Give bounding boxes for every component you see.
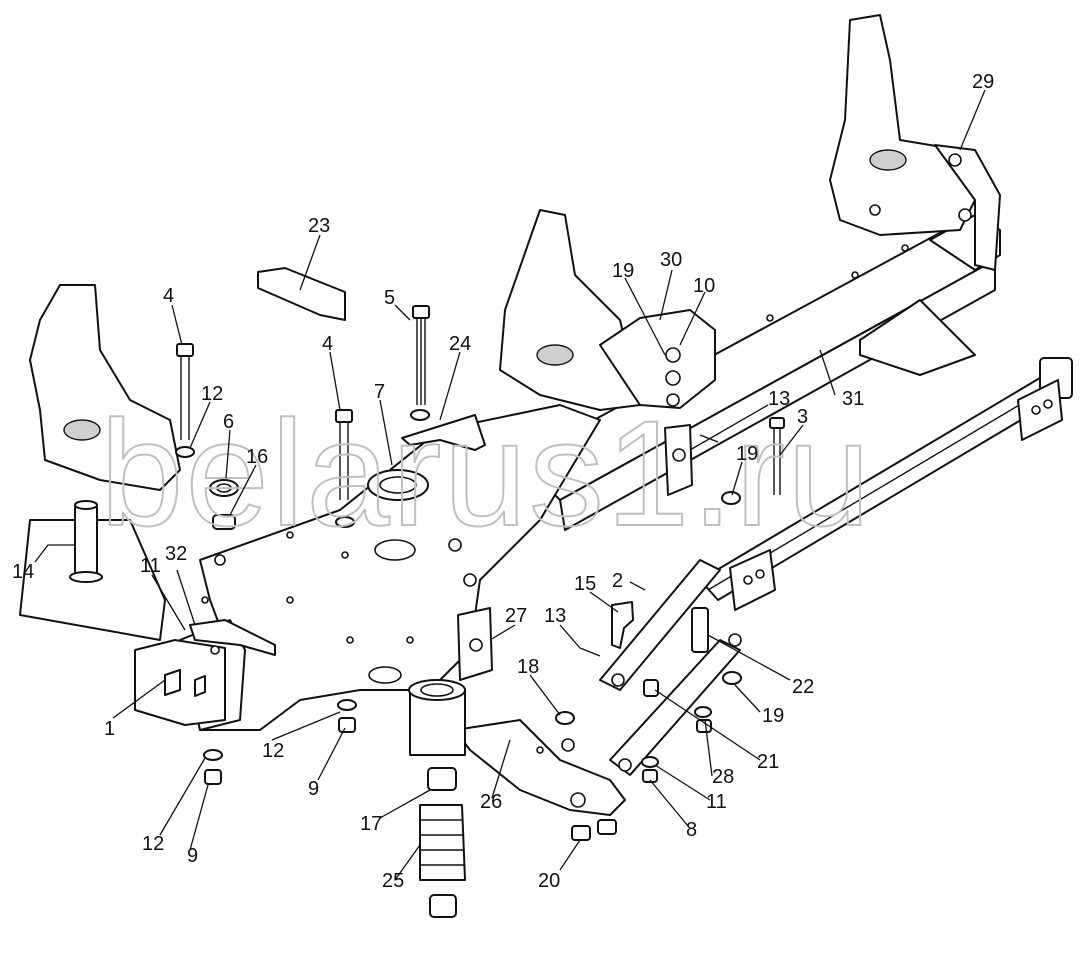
washers-6-16 — [209, 479, 239, 530]
callout-19: 19 — [736, 443, 758, 465]
bolt-4-center — [335, 409, 353, 500]
plate-23 — [257, 267, 346, 321]
callout-31: 31 — [842, 388, 864, 410]
bushing-25 — [419, 804, 466, 918]
callout-11: 11 — [140, 555, 161, 577]
block-27 — [457, 607, 493, 681]
nut-7 — [367, 469, 429, 501]
callout-30: 30 — [660, 249, 682, 271]
callout-16: 16 — [246, 446, 268, 468]
nuts-20 — [571, 819, 617, 841]
callout-15: 15 — [574, 573, 596, 595]
callout-26: 26 — [480, 791, 502, 813]
bushing-17 — [427, 767, 457, 791]
top-right-bracket — [829, 14, 1001, 376]
stop-15 — [611, 601, 634, 649]
callout-24: 24 — [449, 333, 471, 355]
callout-12: 12 — [262, 740, 284, 762]
callout-1: 1 — [104, 718, 115, 740]
leader-lines — [34, 89, 986, 881]
lower-left-bracket — [134, 639, 226, 726]
pin-22 — [691, 607, 709, 653]
callout-25: 25 — [382, 870, 404, 892]
pin-14 — [69, 500, 103, 583]
callout-29: 29 — [972, 71, 994, 93]
callout-17: 17 — [360, 813, 382, 835]
callout-5: 5 — [384, 287, 395, 309]
callout-3: 3 — [797, 406, 808, 428]
callout-10: 10 — [693, 275, 715, 297]
callout-19: 19 — [762, 705, 784, 727]
bolt-4-left — [176, 343, 194, 440]
callout-9: 9 — [308, 778, 319, 800]
right-tube-assembly — [699, 357, 1073, 611]
callout-12: 12 — [142, 833, 164, 855]
callout-labels: 29 30 19 10 31 23 5 24 4 4 7 12 6 16 13 … — [12, 71, 994, 892]
callout-19: 19 — [612, 260, 634, 282]
callout-7: 7 — [374, 381, 385, 403]
callout-9: 9 — [187, 845, 198, 867]
bolt-5 — [412, 305, 430, 405]
callout-4: 4 — [163, 285, 174, 307]
callout-13: 13 — [544, 605, 566, 627]
callout-20: 20 — [538, 870, 560, 892]
callout-13: 13 — [768, 388, 790, 410]
callout-4: 4 — [322, 333, 333, 355]
callout-27: 27 — [505, 605, 527, 627]
callout-2: 2 — [612, 570, 623, 592]
middle-bracket — [499, 209, 716, 411]
plate-32 — [189, 619, 276, 656]
small-nuts — [175, 409, 742, 785]
callout-6: 6 — [223, 411, 234, 433]
callout-12: 12 — [201, 383, 223, 405]
callout-11: 11 — [706, 791, 727, 813]
callout-8: 8 — [686, 819, 697, 841]
callout-23: 23 — [308, 215, 330, 237]
callout-22: 22 — [792, 676, 814, 698]
pivot-lever — [408, 679, 626, 816]
plate-24 — [401, 414, 486, 451]
bolt-3 — [769, 417, 785, 495]
callout-21: 21 — [757, 751, 779, 773]
callout-32: 32 — [165, 543, 187, 565]
watermark: belarus1.ru — [100, 389, 872, 557]
callout-18: 18 — [517, 656, 539, 678]
callout-28: 28 — [712, 766, 734, 788]
callout-14: 14 — [12, 561, 34, 583]
right-arm — [599, 559, 742, 776]
block-13-top — [664, 424, 693, 496]
